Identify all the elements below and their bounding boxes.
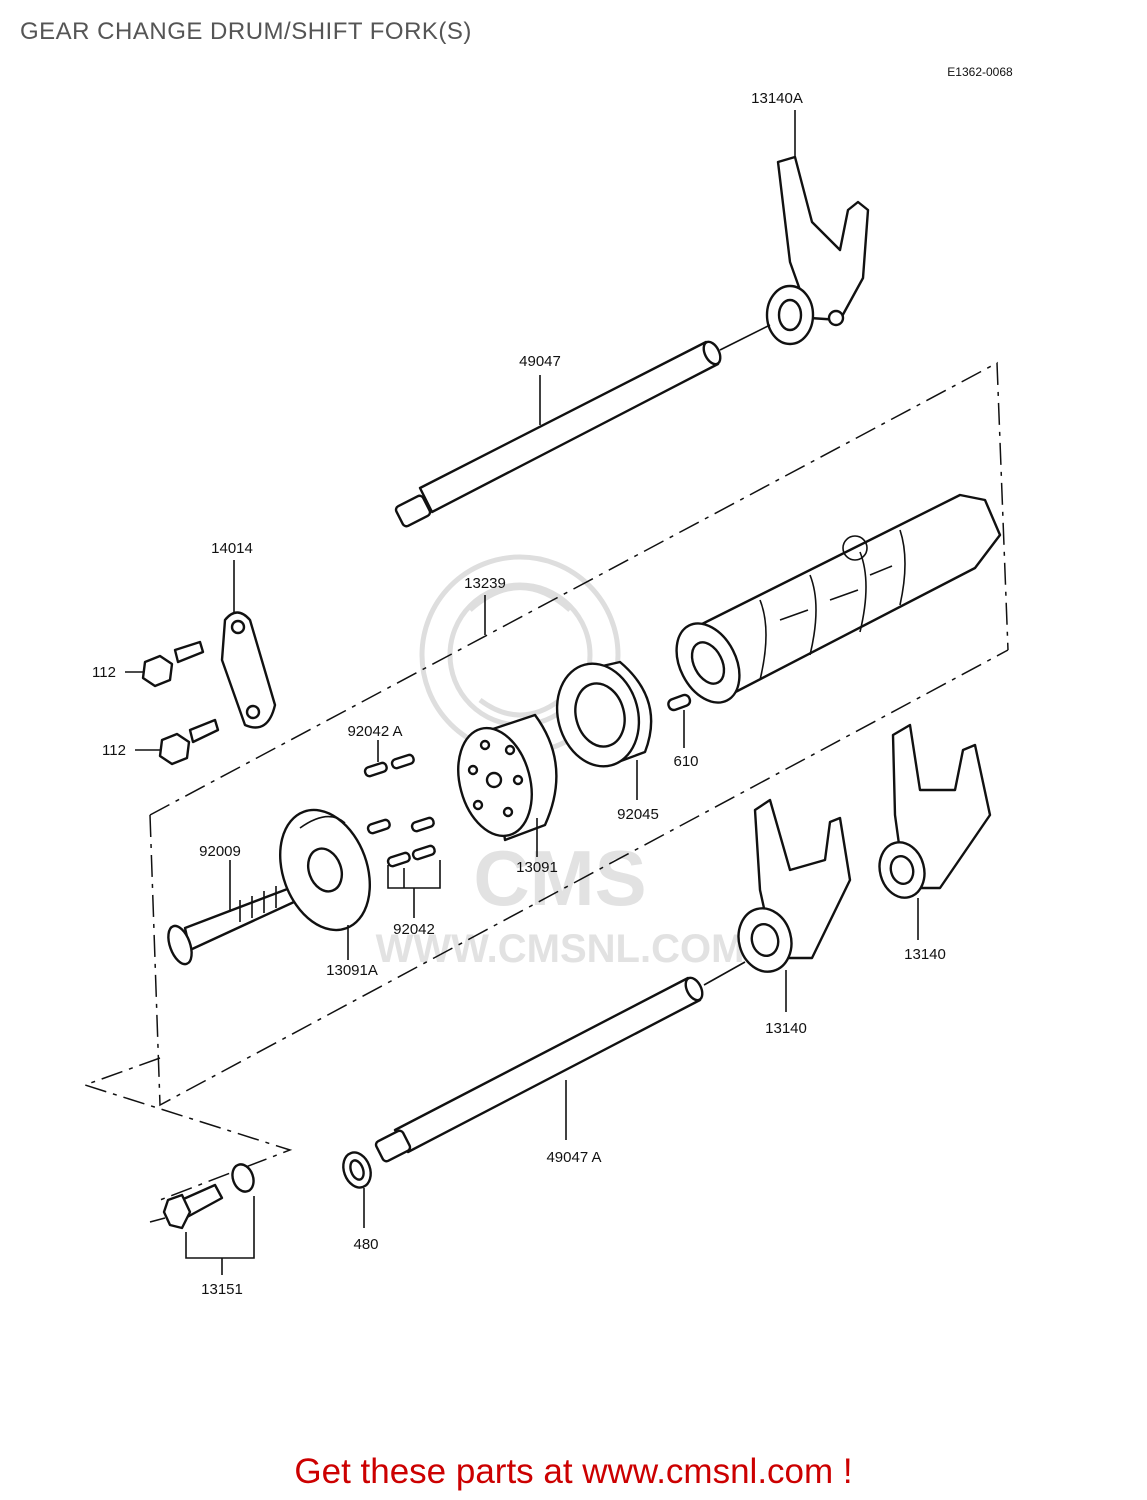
cmsnl-watermark: CMS WWW.CMSNL.COM: [376, 554, 745, 971]
label-92042a: 92042 A: [347, 723, 402, 740]
shift-rod-49047a: [374, 961, 746, 1163]
label-92042: 92042: [393, 921, 435, 938]
shift-fork-13140a: [765, 110, 870, 346]
label-480: 480: [353, 1236, 378, 1253]
circlip-480: [342, 1151, 372, 1228]
label-13140-right: 13140: [904, 946, 946, 963]
label-13151: 13151: [201, 1281, 243, 1298]
label-13091: 13091: [516, 859, 558, 876]
dash-dot-frame: [82, 361, 1009, 1201]
label-14014: 14014: [211, 540, 253, 557]
watermark-logo: CMS: [473, 834, 646, 922]
shift-fork-13140-left: [737, 798, 852, 1012]
shift-rod-49047: [394, 324, 771, 528]
pin-610: [667, 693, 692, 748]
shift-drum-13239: [484, 493, 1002, 704]
stopper-plate-14014: [220, 560, 277, 729]
diagram-code: E1362-0068: [947, 65, 1013, 79]
pins-92042: [363, 740, 441, 918]
label-92045: 92045: [617, 806, 659, 823]
neutral-switch-13151: [149, 1163, 255, 1275]
shift-fork-13140-right: [878, 723, 992, 940]
plate-13091a: [278, 808, 372, 960]
label-92009: 92009: [199, 843, 241, 860]
label-13091a: 13091A: [326, 962, 378, 979]
parts-diagram: CMS WWW.CMSNL.COM: [82, 65, 1013, 1298]
bolt-112-upper: [125, 640, 205, 688]
pin-holder-13091: [457, 713, 558, 857]
page-title: GEAR CHANGE DRUM/SHIFT FORK(S): [20, 18, 472, 45]
bolt-112-lower: [135, 718, 220, 766]
footer-promo-text[interactable]: Get these parts at www.cmsnl.com !: [294, 1452, 853, 1491]
watermark-url: WWW.CMSNL.COM: [376, 927, 745, 971]
label-610: 610: [673, 753, 698, 770]
screw-92009: [167, 860, 296, 966]
label-13140-left: 13140: [765, 1020, 807, 1037]
label-49047a: 49047 A: [546, 1149, 601, 1166]
label-112-upper: 112: [92, 664, 116, 681]
bearing-92045: [555, 660, 653, 800]
label-112-lower: 112: [102, 742, 126, 759]
label-49047: 49047: [519, 353, 561, 370]
label-13140a: 13140A: [751, 90, 803, 107]
label-13239: 13239: [464, 575, 506, 592]
